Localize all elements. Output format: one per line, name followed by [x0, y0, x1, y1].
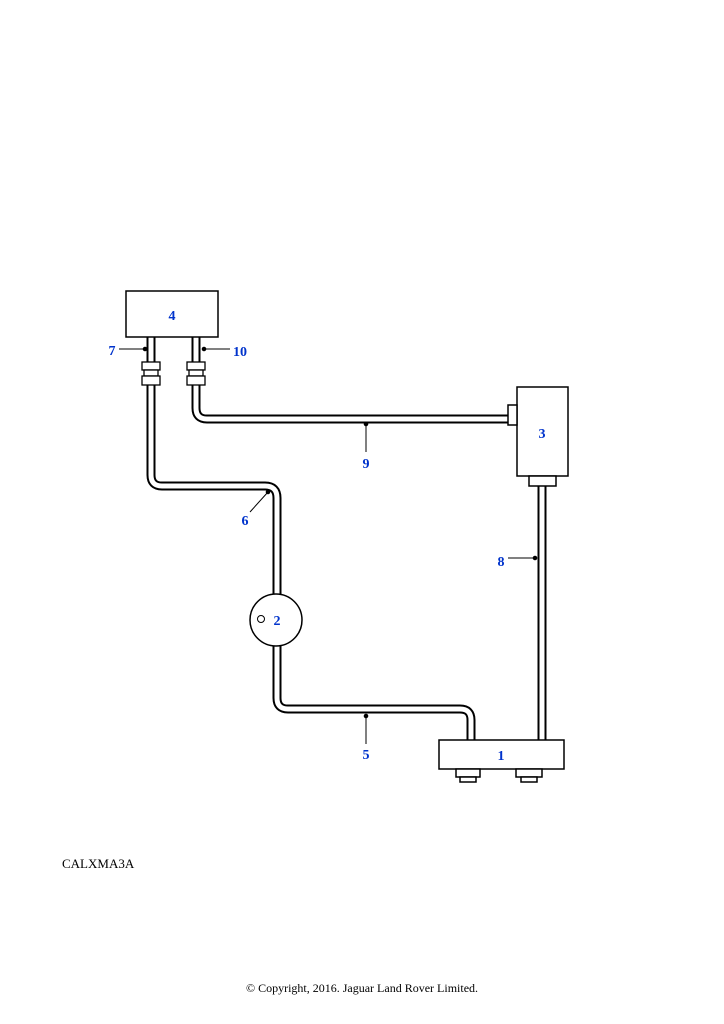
- leader-lines: [119, 346, 538, 744]
- callout-5: 5: [363, 748, 370, 763]
- callout-10: 10: [233, 345, 247, 360]
- component-3: [507, 386, 569, 487]
- callout-1: 1: [498, 749, 505, 764]
- callout-2: 2: [274, 614, 281, 629]
- callouts: 1 2 3 4 5 6 7 8 9 10: [109, 309, 546, 764]
- callout-9: 9: [363, 457, 370, 472]
- callout-7: 7: [109, 344, 116, 359]
- component-2: [249, 593, 303, 647]
- callout-3: 3: [539, 427, 546, 442]
- pipe-9: [191, 337, 508, 424]
- pipe-6: [146, 337, 282, 600]
- pipe-5: [272, 640, 476, 741]
- callout-4: 4: [169, 309, 176, 324]
- component-4: [125, 290, 219, 338]
- callout-6: 6: [242, 514, 249, 529]
- copyright-notice: © Copyright, 2016. Jaguar Land Rover Lim…: [245, 981, 479, 995]
- component-1: [438, 739, 565, 783]
- union-fitting-right: [186, 361, 206, 386]
- callout-8: 8: [498, 555, 505, 570]
- illustration-reference-code: CALXMA3A: [62, 856, 135, 871]
- union-fitting-left: [141, 361, 161, 386]
